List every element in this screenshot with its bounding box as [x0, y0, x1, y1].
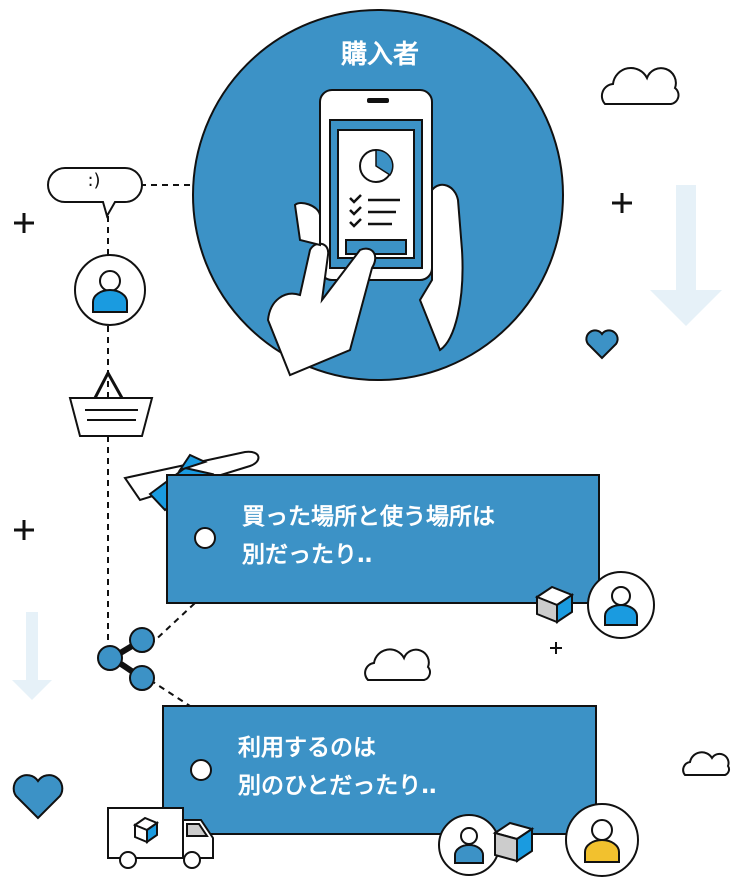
- dashed-connector: [149, 602, 196, 646]
- card-text: 買った場所と使う場所は 別だったり‥: [242, 498, 495, 574]
- card-box: [166, 474, 600, 604]
- card-box: [162, 705, 597, 835]
- heart-icon: [585, 329, 619, 360]
- dashed-connector: [149, 679, 191, 707]
- card-line: 利用するのは: [238, 735, 376, 761]
- bullet-dot: [190, 759, 212, 781]
- heart-icon: [12, 774, 64, 820]
- delivery-truck-icon: [107, 807, 214, 869]
- bullet-dot: [194, 527, 216, 549]
- down-arrow-icon: [650, 185, 722, 326]
- speech-bubble-text: :): [87, 170, 101, 191]
- card-line: 別のひとだったり‥: [238, 773, 437, 799]
- card-line: 別だったり‥: [242, 542, 373, 568]
- down-arrow-icon: [12, 612, 52, 700]
- page-title: 購入者: [340, 40, 419, 70]
- user-avatar-icon: [438, 814, 500, 876]
- user-avatar-icon-yellow: [565, 803, 639, 877]
- card-line: 買った場所と使う場所は: [242, 504, 495, 530]
- cube-icon: [534, 585, 575, 624]
- hand-icon: [266, 183, 464, 377]
- cloud-icon: [600, 67, 680, 105]
- user-avatar-icon: [74, 254, 146, 326]
- cube-icon: [492, 821, 535, 863]
- speech-bubble: [47, 167, 143, 219]
- shopping-basket-icon: [68, 369, 154, 437]
- cloud-icon: [682, 751, 731, 776]
- user-avatar-icon: [587, 571, 655, 639]
- smartphone-icon: [319, 89, 433, 281]
- share-icon: [97, 627, 155, 691]
- cloud-icon: [364, 648, 431, 681]
- card-text: 利用するのは 別のひとだったり‥: [238, 729, 437, 805]
- plus-icon: [14, 193, 632, 654]
